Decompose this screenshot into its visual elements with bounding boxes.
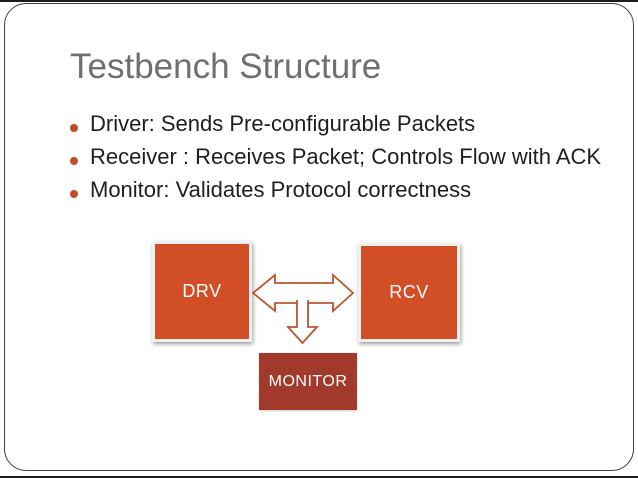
bullet-item-receiver: Receiver : Receives Packet; Controls Flo… bbox=[70, 143, 605, 171]
bullet-dot-icon bbox=[70, 124, 78, 132]
bullet-list: Driver: Sends Pre-configurable Packets R… bbox=[70, 110, 605, 209]
slide-top-edge bbox=[0, 0, 638, 2]
slide-rounded-frame bbox=[4, 3, 634, 471]
bullet-item-driver: Driver: Sends Pre-configurable Packets bbox=[70, 110, 605, 138]
bullet-text-driver: Driver: Sends Pre-configurable Packets bbox=[90, 111, 476, 136]
bullet-text-receiver: Receiver : Receives Packet; Controls Flo… bbox=[90, 144, 602, 169]
bullet-dot-icon bbox=[70, 157, 78, 165]
bullet-item-monitor: Monitor: Validates Protocol correctness bbox=[70, 176, 605, 204]
bullet-text-monitor: Monitor: Validates Protocol correctness bbox=[90, 177, 472, 202]
slide-bottom-edge bbox=[0, 476, 638, 478]
bullet-dot-icon bbox=[70, 190, 78, 198]
page-title: Testbench Structure bbox=[70, 47, 382, 86]
